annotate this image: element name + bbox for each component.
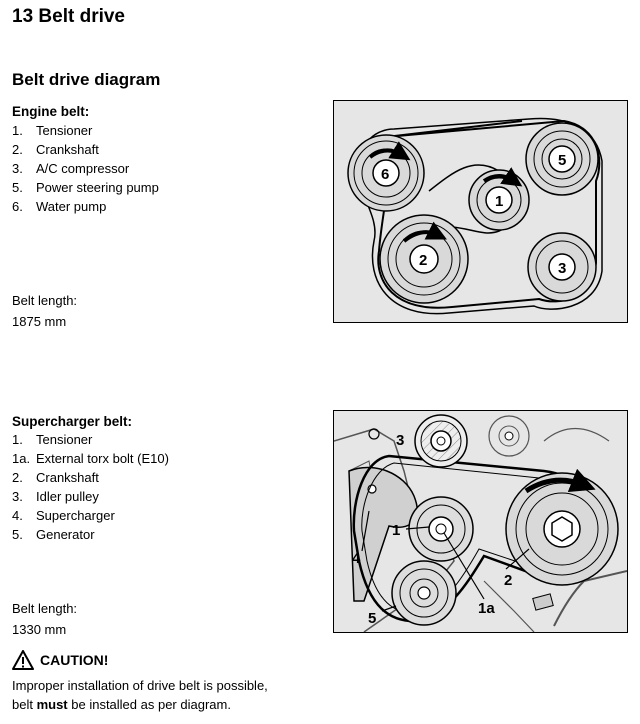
list-item: 1.Tensioner — [12, 432, 93, 447]
list-item: 1a.External torx bolt (E10) — [12, 451, 169, 466]
caution-line-2: belt must be installed as per diagram. — [12, 697, 231, 712]
caution-line-1: Improper installation of drive belt is p… — [12, 678, 268, 693]
diagram-label-1: 1 — [495, 193, 503, 210]
list-item: 5.Power steering pump — [12, 180, 159, 195]
section-title: Belt drive diagram — [12, 70, 161, 89]
list-item: 5.Generator — [12, 527, 95, 542]
list-item: 3.A/C compressor — [12, 161, 130, 176]
pulley-1 — [468, 167, 530, 231]
generator-pulley-5 — [391, 560, 457, 626]
pulley-6 — [347, 134, 425, 212]
list-item: 2.Crankshaft — [12, 470, 99, 485]
tensioner-1 — [408, 496, 474, 562]
pulley-2 — [379, 214, 469, 304]
supercharger-belt-drawing: 3 1 4 2 5 1a — [334, 414, 627, 632]
diagram-label-5: 5 — [368, 610, 376, 627]
diagram-label-1a: 1a — [478, 600, 495, 617]
supercharger-belt-heading: Supercharger belt: — [12, 414, 133, 429]
engine-belt-list: 1.Tensioner 2.Crankshaft 3.A/C compresso… — [12, 121, 159, 216]
diagram-label-1: 1 — [392, 522, 400, 539]
engine-belt-drawing: 6 5 1 2 3 — [347, 117, 603, 315]
list-item: 3.Idler pulley — [12, 489, 99, 504]
diagram-label-4: 4 — [352, 550, 361, 567]
page-title: 13 Belt drive — [12, 6, 125, 27]
supercharger-belt-length-label: Belt length: — [12, 601, 78, 616]
idler-pulley-3 — [414, 414, 468, 468]
list-item: 4.Supercharger — [12, 508, 115, 523]
engine-belt-length-value: 1875 mm — [12, 314, 67, 329]
diagram-label-5: 5 — [558, 152, 566, 169]
list-item: 2.Crankshaft — [12, 142, 99, 157]
engine-belt-diagram: 6 5 1 2 3 — [333, 100, 628, 323]
caution-text: Improper installation of drive belt is p… — [12, 676, 268, 714]
supercharger-belt-diagram: 3 1 4 2 5 1a — [333, 410, 628, 633]
diagram-label-6: 6 — [381, 166, 389, 183]
warning-triangle-icon — [12, 650, 34, 670]
list-item: 6.Water pump — [12, 199, 107, 214]
caution-heading: CAUTION! — [12, 650, 108, 670]
engine-belt-heading: Engine belt: — [12, 104, 90, 119]
engine-belt-length-label: Belt length: — [12, 293, 78, 308]
pulley-3 — [527, 232, 597, 302]
pulley-5 — [525, 122, 599, 196]
diagram-label-3: 3 — [396, 432, 404, 449]
list-item: 1.Tensioner — [12, 123, 93, 138]
diagram-label-3: 3 — [558, 260, 566, 277]
crankshaft-pulley-2 — [505, 468, 619, 586]
supercharger-belt-list: 1.Tensioner 1a.External torx bolt (E10) … — [12, 430, 169, 544]
diagram-label-2: 2 — [504, 572, 512, 589]
diagram-label-2: 2 — [419, 252, 427, 269]
supercharger-belt-length-value: 1330 mm — [12, 622, 67, 637]
caution-title: CAUTION! — [40, 652, 109, 668]
